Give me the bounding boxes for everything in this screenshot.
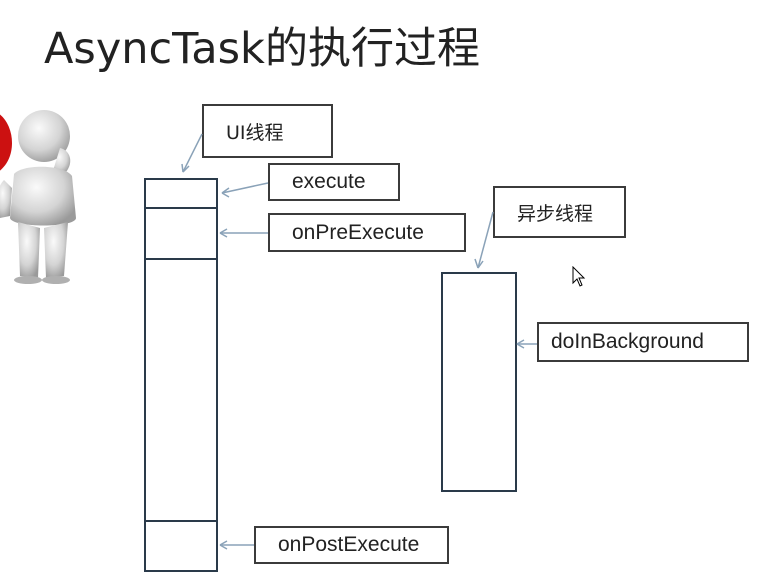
execute-label-text: execute	[292, 170, 366, 193]
pre-execute-segment-divider	[146, 258, 216, 260]
do-in-background-label-text: doInBackground	[551, 330, 704, 353]
execute-arrow	[221, 182, 269, 194]
execute-label: execute	[268, 163, 400, 201]
ui-thread-label: UI线程	[202, 104, 333, 158]
ui-thread-bar	[144, 178, 218, 572]
post-execute-segment-divider	[146, 520, 216, 522]
mouse-pointer-icon	[572, 266, 586, 287]
async-thread-bar	[441, 272, 517, 492]
slide-title: AsyncTask的执行过程	[44, 24, 480, 74]
execute-segment-divider	[146, 207, 216, 209]
do-in-background-label: doInBackground	[537, 322, 749, 362]
ui-thread-label-text: UI线程	[226, 121, 284, 144]
async-thread-arrow	[477, 211, 494, 269]
thinking-person-figure	[0, 110, 76, 284]
async-thread-label-text: 异步线程	[517, 202, 594, 225]
on-pre-execute-label: onPreExecute	[268, 213, 466, 252]
on-post-execute-label-text: onPostExecute	[278, 533, 420, 556]
ui-thread-arrow	[182, 133, 203, 173]
on-post-execute-label: onPostExecute	[254, 526, 449, 564]
on-pre-execute-label-text: onPreExecute	[292, 220, 424, 244]
async-thread-label: 异步线程	[493, 186, 626, 238]
